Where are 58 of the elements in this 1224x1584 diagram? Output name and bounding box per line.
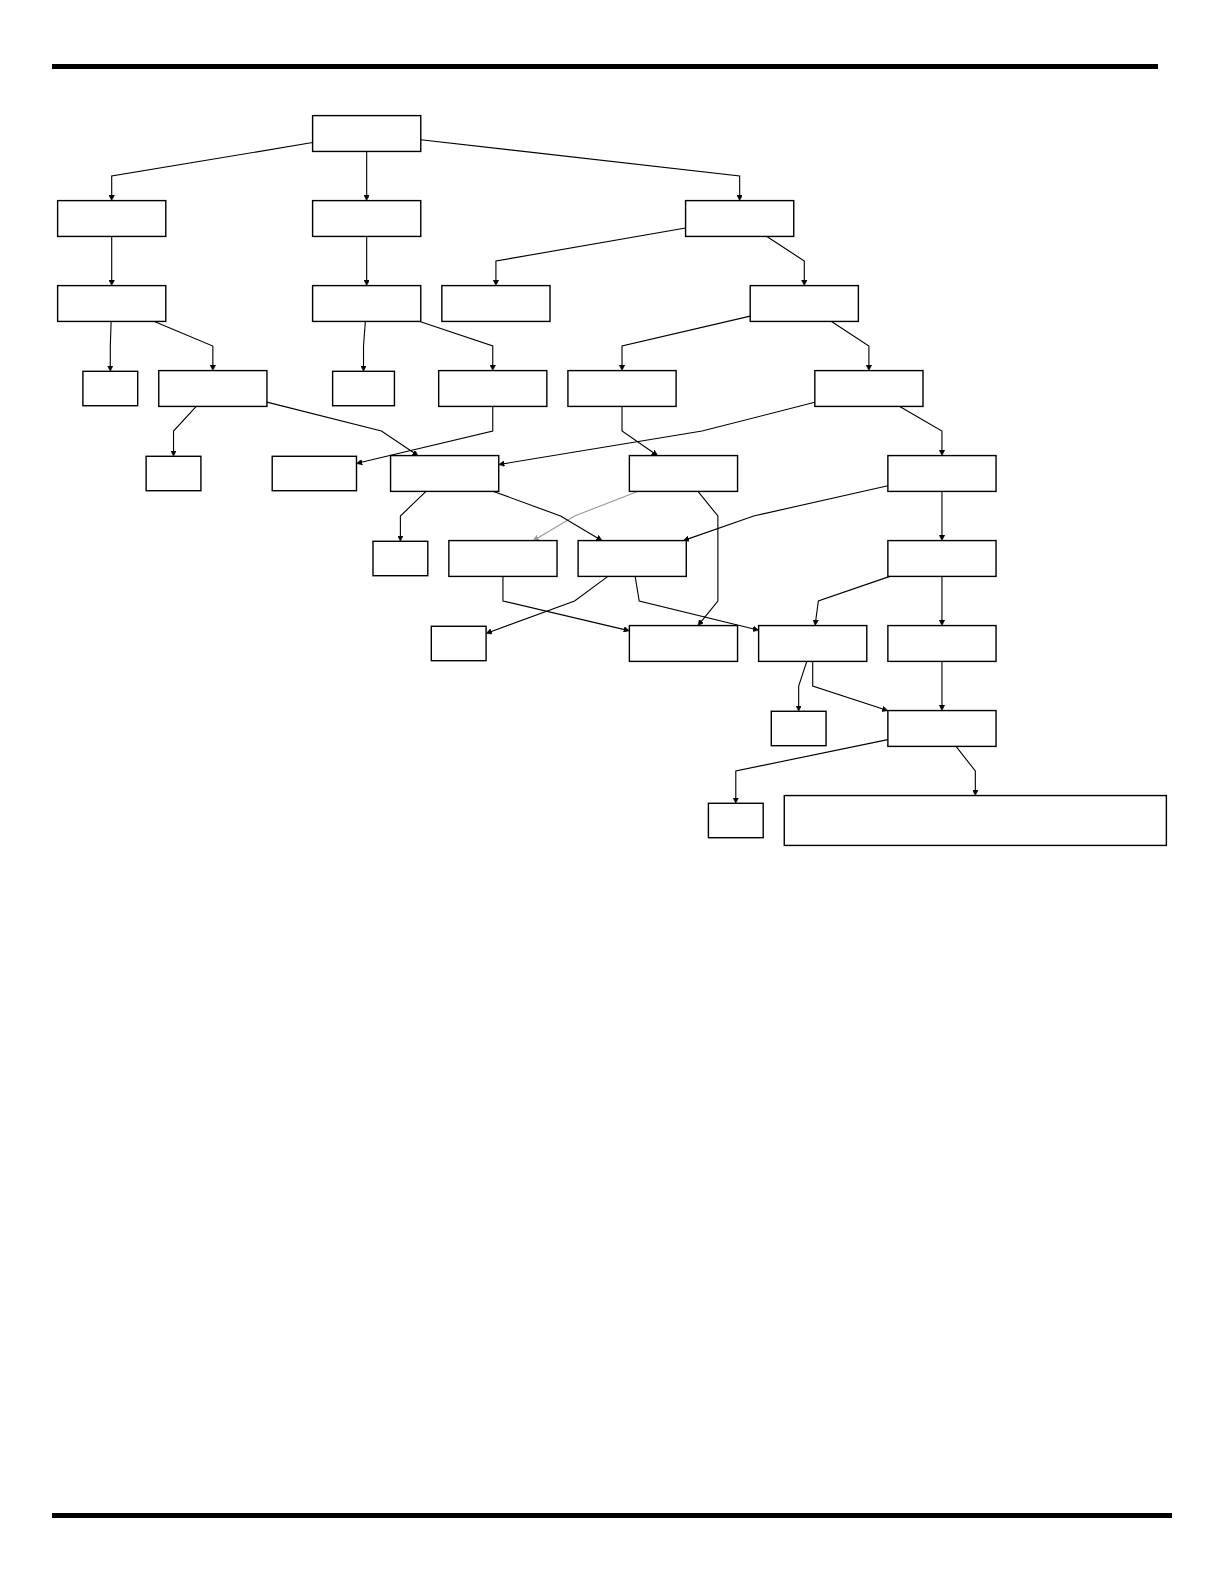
node-box [311, 199, 422, 238]
arrow [397, 490, 427, 542]
node-box [311, 284, 422, 323]
node-box [271, 455, 358, 492]
node-box [331, 370, 396, 407]
node-box [707, 802, 764, 839]
node-box [82, 370, 139, 407]
node-box [887, 454, 997, 493]
node-box [628, 624, 739, 663]
node-box [887, 624, 997, 663]
node-box [684, 199, 795, 238]
arrow [108, 235, 115, 286]
node-box [749, 284, 860, 323]
arrow [170, 405, 197, 457]
arrow [153, 320, 216, 371]
node-box [567, 369, 677, 408]
arrow [899, 405, 946, 456]
arrow [812, 660, 889, 712]
node-box [430, 625, 487, 662]
arrow [938, 575, 946, 626]
node-box [56, 199, 167, 238]
arrow [795, 660, 808, 712]
arrow [618, 315, 751, 371]
arrow [360, 320, 367, 372]
node-box [577, 539, 687, 578]
arrow [363, 150, 370, 201]
node-box [145, 455, 202, 492]
node-box [311, 114, 422, 153]
arrow [634, 575, 759, 632]
node-box [56, 284, 167, 323]
node-box [441, 284, 551, 323]
arrow [419, 320, 496, 371]
node-box [814, 369, 924, 408]
arrow [363, 235, 370, 286]
arrow [107, 320, 114, 372]
arrow [356, 405, 494, 466]
arrow [266, 401, 419, 456]
arrow [938, 490, 946, 541]
arrow [812, 575, 891, 626]
node-box [783, 794, 1168, 847]
arrow [830, 320, 872, 371]
node-box [887, 539, 997, 578]
arrow [621, 405, 658, 456]
arrow [938, 660, 946, 711]
arrow [955, 745, 979, 796]
arrow [420, 139, 743, 201]
arrow [697, 490, 719, 626]
node-box [628, 454, 739, 493]
node-box [372, 540, 429, 577]
node-box [757, 624, 868, 663]
node-box [887, 709, 997, 748]
arrow [766, 235, 808, 286]
node-box [770, 710, 827, 747]
node-box [389, 454, 500, 493]
node-box [438, 369, 548, 408]
node-box [448, 539, 558, 578]
node-box [158, 369, 268, 408]
arrow [502, 575, 630, 633]
